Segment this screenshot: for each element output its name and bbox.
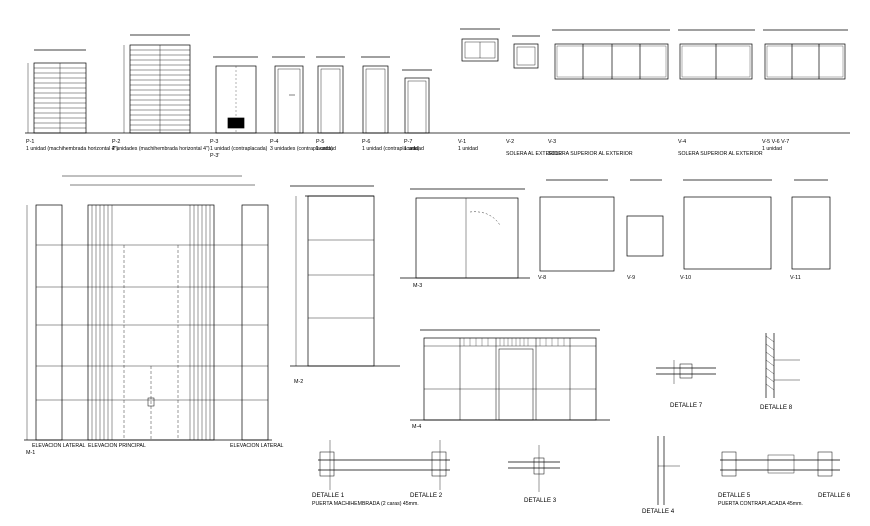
label-v4: V-4	[678, 139, 687, 145]
label-puerta-machihembrada: PUERTA MACHIHEMBRADA (2 caras) 45mm.	[312, 501, 419, 507]
label-p3-prime: P-3'	[210, 153, 220, 159]
label-v1-note: 1 unidad	[458, 146, 478, 152]
label-m2: M-2	[294, 379, 304, 385]
detail-8-section	[765, 333, 800, 398]
door-elevation-p1	[27, 49, 87, 134]
label-p4: P-4	[270, 139, 279, 145]
label-v3-note: SOLERA SUPERIOR AL EXTERIOR	[548, 151, 633, 157]
detail-3-section	[508, 445, 560, 492]
label-elevacion-lateral-right: ELEVACION LATERAL	[230, 443, 284, 449]
label-v2-note: SOLERA AL EXTERIOR	[506, 151, 563, 157]
detail-4-section	[657, 436, 680, 505]
label-v5-v7: V-5 V-6 V-7	[762, 139, 790, 145]
door-elevation-p5	[316, 56, 345, 134]
label-m4: M-4	[412, 424, 422, 430]
label-m1: M-1	[26, 450, 36, 456]
door-elevation-p3	[213, 56, 258, 134]
label-p3: P-3	[210, 139, 219, 145]
window-elevation-v3	[552, 29, 670, 80]
mampara-m1-elevations	[24, 175, 272, 441]
label-p6-note: 1 unidad (contraplacada)	[362, 146, 420, 152]
label-detalle-3: DETALLE 3	[524, 497, 557, 504]
label-v4-note: SOLERA SUPERIOR AL EXTERIOR	[678, 151, 763, 157]
mampara-m3-elevation	[400, 188, 530, 279]
window-elevation-v2	[512, 35, 540, 69]
label-v5-v7-note: 1 unidad	[762, 146, 782, 152]
label-elevacion-lateral-left: ELEVACION LATERAL	[32, 443, 86, 449]
label-detalle-6: DETALLE 6	[818, 492, 851, 499]
window-elevation-v5-v7	[763, 29, 848, 80]
label-detalle-8: DETALLE 8	[760, 404, 793, 411]
window-elevation-v4	[678, 29, 755, 80]
label-v2: V-2	[506, 139, 515, 145]
detail-7-section	[656, 360, 716, 384]
label-v10: V-10	[680, 275, 692, 281]
door-elevation-p4	[272, 56, 305, 134]
label-p2: P-2	[112, 139, 121, 145]
detail-1-2-section	[318, 440, 450, 490]
label-detalle-7: DETALLE 7	[670, 402, 703, 409]
label-p7-note: 1 unidad	[404, 146, 424, 152]
label-p5: P-5	[316, 139, 325, 145]
label-puerta-contraplacada: PUERTA CONTRAPLACADA 45mm.	[718, 501, 803, 507]
label-p3-note: 1 unidad (contraplacada)	[210, 146, 268, 152]
label-p5-note: 1 unidad	[316, 146, 336, 152]
mampara-m4-elevation	[410, 329, 610, 421]
window-elevation-v9	[626, 179, 664, 257]
door-elevation-p6	[361, 56, 390, 134]
label-detalle-5: DETALLE 5	[718, 492, 751, 499]
window-elevation-v1	[460, 28, 500, 62]
label-v9: V-9	[627, 275, 636, 281]
window-elevation-v10	[683, 179, 772, 270]
label-v8: V-8	[538, 275, 547, 281]
mampara-m2-elevation	[290, 185, 400, 367]
label-v11: V-11	[790, 275, 801, 281]
door-elevation-p2	[123, 34, 191, 134]
label-p1-note: 1 unidad (machihembrada horizontal 4")	[26, 146, 119, 152]
label-p6: P-6	[362, 139, 371, 145]
door-elevation-p7	[402, 69, 432, 134]
label-detalle-4: DETALLE 4	[642, 508, 675, 515]
label-p1: P-1	[26, 139, 35, 145]
detail-5-6-section	[720, 451, 840, 477]
label-m3: M-3	[413, 283, 423, 289]
label-detalle-1: DETALLE 1	[312, 492, 345, 499]
label-elevacion-principal: ELEVACION PRINCIPAL	[88, 443, 146, 449]
label-v3: V-3	[548, 139, 557, 145]
window-elevation-v11	[791, 179, 831, 270]
label-p4-note: 3 unidades (contraplacada)	[270, 146, 333, 152]
label-detalle-2: DETALLE 2	[410, 492, 443, 499]
label-p7: P-7	[404, 139, 413, 145]
label-p2-note: 2 unidades (machihembrada horizontal 4")	[112, 146, 210, 152]
window-elevation-v8	[539, 179, 615, 272]
label-v1: V-1	[458, 139, 467, 145]
